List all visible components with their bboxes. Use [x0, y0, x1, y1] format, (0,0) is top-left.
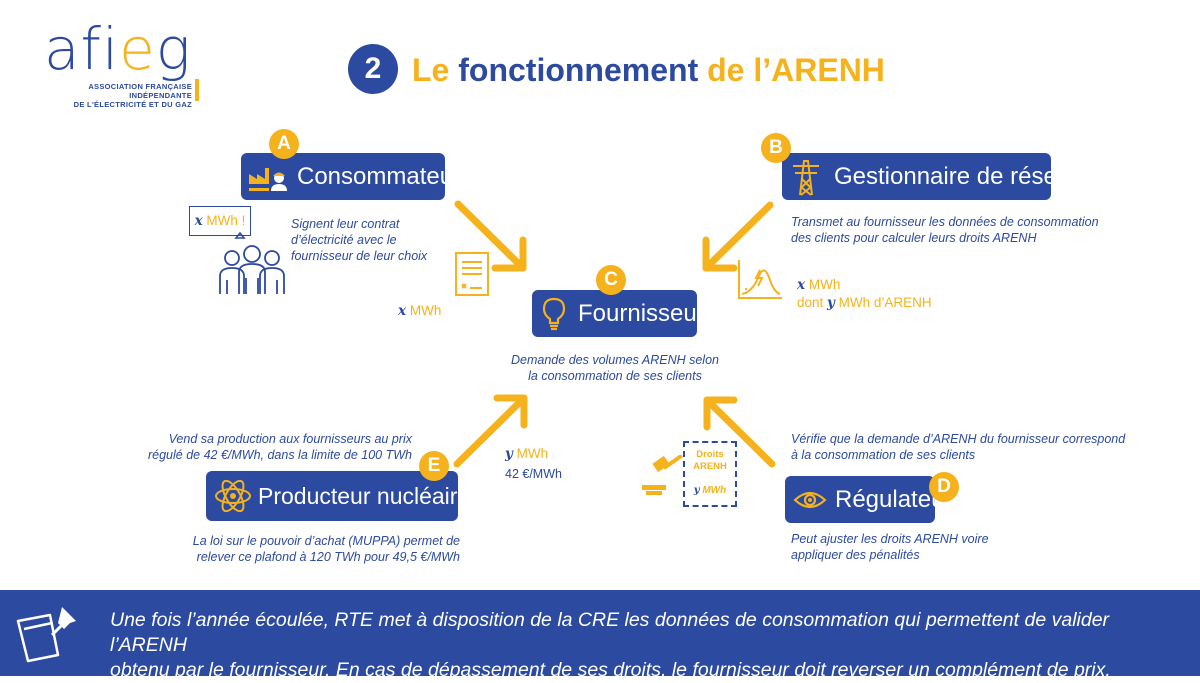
node-fournisseur: Fournisseur	[532, 290, 705, 337]
node-gestionnaire-label: Gestionnaire de réseau	[834, 162, 1084, 190]
logo-subtitle: ASSOCIATION FRANÇAISE INDÉPENDANTE DE L'…	[73, 82, 192, 109]
badge-d: D	[929, 472, 959, 502]
factory-worker-icon	[249, 167, 287, 191]
atom-icon	[215, 479, 251, 513]
lightbulb-icon	[542, 297, 566, 330]
step-number-badge: 2	[348, 44, 398, 94]
node-producteur-nucleaire: Producteur nucléaire	[206, 471, 470, 521]
gavel-icon	[642, 455, 684, 495]
consommateurs-description: Signent leur contrat d’électricité avec …	[291, 217, 428, 263]
badge-c: C	[596, 265, 626, 295]
sticky-note-pin-icon	[16, 607, 76, 663]
node-producteur-label: Producteur nucléaire	[258, 482, 471, 509]
speech-bubble: x MWh !	[189, 206, 251, 236]
logo-accent-bar	[195, 79, 199, 101]
producteur-description: Vend sa production aux fournisseurs au p…	[147, 432, 412, 462]
flow-e-price: 42 €/MWh	[505, 467, 562, 481]
badge-a: A	[269, 129, 299, 159]
node-consommateurs: Consommateurs	[241, 153, 473, 200]
node-consommateurs-label: Consommateurs	[297, 162, 474, 190]
logo: afieg ASSOCIATION FRANÇAISE INDÉPENDANTE…	[44, 15, 204, 109]
flow-b-label: x MWh dont y MWh d’ARENH	[797, 277, 932, 311]
regulateur-description: Vérifie que la demande d’ARENH du fourni…	[791, 432, 1126, 462]
arrow-d-to-c	[703, 396, 776, 468]
arrow-a-to-c	[454, 200, 527, 272]
arrow-e-to-c	[453, 394, 528, 468]
load-curve-icon	[738, 260, 782, 299]
flow-e-label: y MWh 42 €/MWh	[505, 444, 562, 484]
footer-banner: Une fois l’année écoulée, RTE met à disp…	[0, 590, 1200, 681]
crowd-icon	[219, 232, 285, 294]
node-regulateur: Régulateur	[785, 476, 952, 523]
eye-icon	[793, 491, 827, 508]
gestionnaire-description: Transmet au fournisseur les données de c…	[791, 215, 1099, 245]
node-fournisseur-label: Fournisseur	[578, 299, 705, 327]
producteur-muppa-note: La loi sur le pouvoir d’achat (MUPPA) pe…	[192, 534, 460, 564]
regulateur-penalties-note: Peut ajuster les droits ARENH voire appl…	[791, 532, 989, 562]
flow-arrows	[453, 200, 776, 468]
node-gestionnaire-reseau: Gestionnaire de réseau	[782, 153, 1084, 200]
pylon-icon	[793, 159, 819, 196]
footer-text: Une fois l’année écoulée, RTE met à disp…	[110, 609, 1111, 681]
contract-icon	[455, 252, 489, 296]
droits-arenh-box: Droits ARENH y MWh	[683, 441, 737, 507]
fournisseur-description: Demande des volumes ARENH selon la conso…	[511, 353, 719, 383]
arrow-b-to-c	[702, 201, 774, 272]
badge-b: B	[761, 133, 791, 163]
logo-word: afieg	[44, 15, 192, 83]
page-title: Le fonctionnement de l’ARENH	[412, 52, 885, 88]
flow-a-label: x MWh	[398, 303, 442, 319]
badge-e: E	[419, 451, 449, 481]
